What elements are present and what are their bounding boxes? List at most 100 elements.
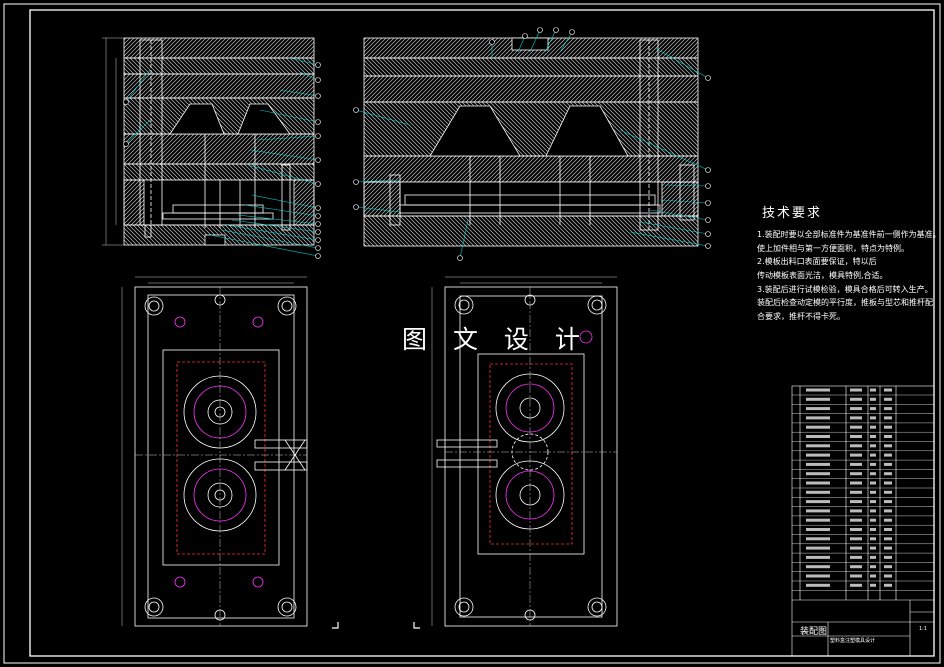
bom-rows	[792, 388, 934, 591]
bom-cell-glyph	[850, 509, 862, 513]
bom-cell-glyph	[850, 472, 862, 476]
tech-note-5: 3.装配后进行试模检验，模具合格后可转入生产。	[757, 285, 933, 294]
bom-cell-glyph	[850, 416, 862, 420]
plan-right-dims	[431, 276, 617, 626]
bom-cell-glyph	[884, 518, 892, 522]
bom-cell-glyph	[870, 481, 876, 485]
bom-cell-glyph	[806, 416, 830, 420]
bom-cell-glyph	[850, 453, 862, 457]
bom-cell-glyph	[850, 397, 862, 401]
bom-cell-glyph	[884, 453, 892, 457]
plan-view-right	[436, 286, 618, 627]
bom-cell-glyph	[806, 407, 830, 411]
bom-cell-glyph	[870, 388, 876, 392]
bom-cell-glyph	[884, 565, 892, 569]
tech-requirements-title: 技术要求	[762, 206, 823, 221]
bom-cell-glyph	[884, 509, 892, 513]
bom-cell-glyph	[884, 388, 892, 392]
bom-cell-glyph	[850, 435, 862, 438]
bom-cell-glyph	[870, 518, 876, 522]
tech-note-7: 合要求，推杆不得卡死。	[757, 312, 845, 321]
tech-note-4: 传动模板表面光洁，模具特例,合适。	[757, 271, 888, 280]
bom-cell-glyph	[884, 546, 892, 550]
bom-cell-glyph	[884, 481, 892, 485]
bom-cell-glyph	[806, 537, 830, 541]
bom-cell-glyph	[884, 444, 892, 448]
bom-cell-glyph	[850, 528, 862, 531]
bom-cell-glyph	[850, 583, 862, 587]
bom-cell-glyph	[870, 397, 876, 401]
bom-cell-glyph	[870, 444, 876, 448]
drawing-name: 塑料盒注塑模具设计	[830, 638, 876, 644]
bom-cell-glyph	[806, 388, 830, 392]
bom-cell-glyph	[850, 425, 862, 429]
bom-cell-glyph	[850, 490, 862, 494]
plan-left-dims	[121, 276, 307, 626]
bom-cell-glyph	[806, 528, 830, 531]
bom-cell-glyph	[806, 500, 830, 504]
bom-cell-glyph	[870, 472, 876, 476]
bom-table	[791, 385, 935, 657]
bom-cell-glyph	[806, 425, 830, 429]
bom-cell-glyph	[806, 565, 830, 569]
bom-cell-glyph	[884, 555, 892, 559]
bom-cell-glyph	[850, 565, 862, 569]
bom-cell-glyph	[870, 565, 876, 569]
bom-cell-glyph	[806, 462, 830, 466]
bom-cell-glyph	[884, 407, 892, 411]
bom-cell-glyph	[850, 518, 862, 522]
bom-cell-glyph	[884, 574, 892, 578]
tech-note-1: 1.装配时要以全部标准件为基准件前一侧作为基准。	[757, 230, 941, 239]
bom-cell-glyph	[870, 425, 876, 429]
bom-cell-glyph	[850, 462, 862, 466]
bom-cell-glyph	[870, 509, 876, 513]
front-leaders	[125, 57, 319, 257]
bom-cell-glyph	[884, 537, 892, 541]
plan-view-left	[134, 286, 308, 627]
bom-cell-glyph	[806, 397, 830, 401]
side-balloons	[353, 27, 711, 261]
bom-cell-glyph	[884, 397, 892, 401]
drawing-frame	[3, 3, 941, 664]
tech-note-6: 装配后检查动定模的平行度，推板与型芯和推杆配	[757, 298, 933, 307]
tech-note-3: 2.模板出料口表面要保证，特以后	[757, 257, 877, 266]
bom-cell-glyph	[850, 444, 862, 448]
bom-cell-glyph	[870, 500, 876, 504]
bom-cell-glyph	[884, 425, 892, 429]
bom-cell-glyph	[806, 435, 830, 438]
bom-cell-glyph	[870, 453, 876, 457]
bom-cell-glyph	[850, 481, 862, 485]
bom-cell-glyph	[870, 555, 876, 559]
bom-cell-glyph	[884, 490, 892, 494]
bom-cell-glyph	[850, 546, 862, 550]
bom-cell-glyph	[850, 574, 862, 578]
front-balloons	[123, 62, 321, 259]
bom-cell-glyph	[806, 574, 830, 578]
bom-cell-glyph	[870, 574, 876, 578]
front-section-view	[123, 37, 315, 246]
bom-cell-glyph	[870, 537, 876, 541]
bom-cell-glyph	[870, 490, 876, 494]
bom-cell-glyph	[806, 546, 830, 550]
bom-cell-glyph	[884, 462, 892, 466]
side-section-view	[363, 37, 699, 247]
bom-cell-glyph	[884, 416, 892, 420]
watermark: 图 文 设 计	[402, 325, 589, 354]
bom-cell-glyph	[806, 555, 830, 559]
bom-cell-glyph	[870, 528, 876, 531]
bom-cell-glyph	[806, 453, 830, 457]
front-dimensions	[102, 37, 124, 246]
bom-cell-glyph	[850, 555, 862, 559]
bom-cell-glyph	[806, 472, 830, 476]
bom-cell-glyph	[870, 546, 876, 550]
bom-cell-glyph	[870, 407, 876, 411]
bom-cell-glyph	[884, 528, 892, 531]
bom-cell-glyph	[850, 500, 862, 504]
bom-cell-glyph	[884, 435, 892, 438]
drawing-scale: 1:1	[919, 626, 928, 632]
bom-cell-glyph	[850, 388, 862, 392]
title-block-name: 装配图	[800, 627, 828, 637]
bom-cell-glyph	[870, 462, 876, 466]
bom-cell-glyph	[884, 583, 892, 587]
